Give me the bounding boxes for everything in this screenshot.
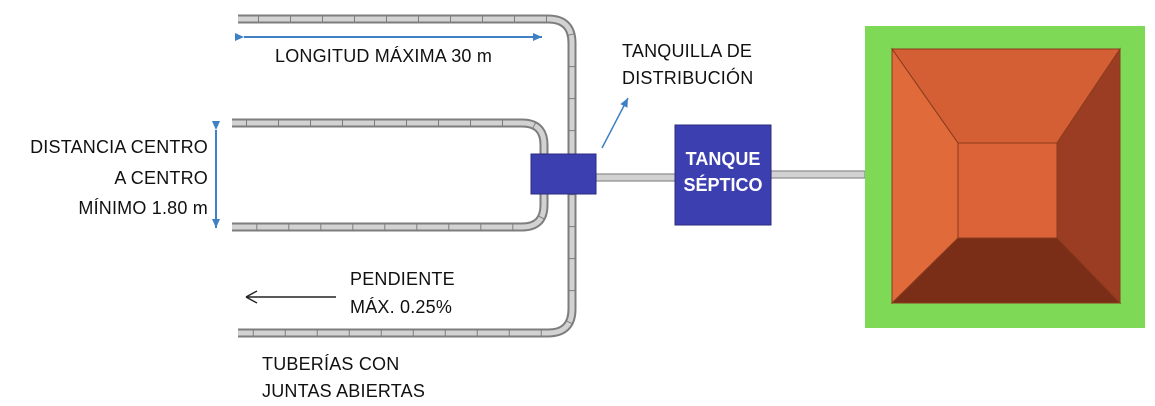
distribution-pointer-arrow bbox=[601, 97, 629, 149]
spacing-label-line1: DISTANCIA CENTRO bbox=[30, 137, 208, 157]
septic-tank bbox=[674, 124, 772, 226]
distribution-box bbox=[530, 153, 597, 195]
pipes-label-line2: JUNTAS ABIERTAS bbox=[262, 381, 426, 401]
spacing-label-line3: MÍNIMO 1.80 m bbox=[78, 198, 208, 218]
distribution-box-label-line2: DISTRIBUCIÓN bbox=[622, 68, 754, 88]
septic-tank-label-line2: SÉPTICO bbox=[683, 175, 763, 195]
slope-label-line2: MÁX. 0.25% bbox=[350, 297, 453, 317]
septic-tank-label: TANQUE SÉPTICO bbox=[673, 146, 773, 198]
septic-tank-label-line1: TANQUE bbox=[685, 149, 761, 169]
distribution-box-label-line1: TANQUILLA DE bbox=[622, 41, 753, 61]
drain-field bbox=[865, 26, 1145, 328]
inner-lateral-pipe bbox=[232, 118, 549, 232]
pipes-label-line1: TUBERÍAS CON bbox=[262, 354, 400, 374]
slope-label-line1: PENDIENTE bbox=[350, 269, 455, 289]
spacing-label-line2: A CENTRO bbox=[114, 168, 208, 188]
max-length-label: LONGITUD MÁXIMA 30 m bbox=[275, 46, 493, 66]
